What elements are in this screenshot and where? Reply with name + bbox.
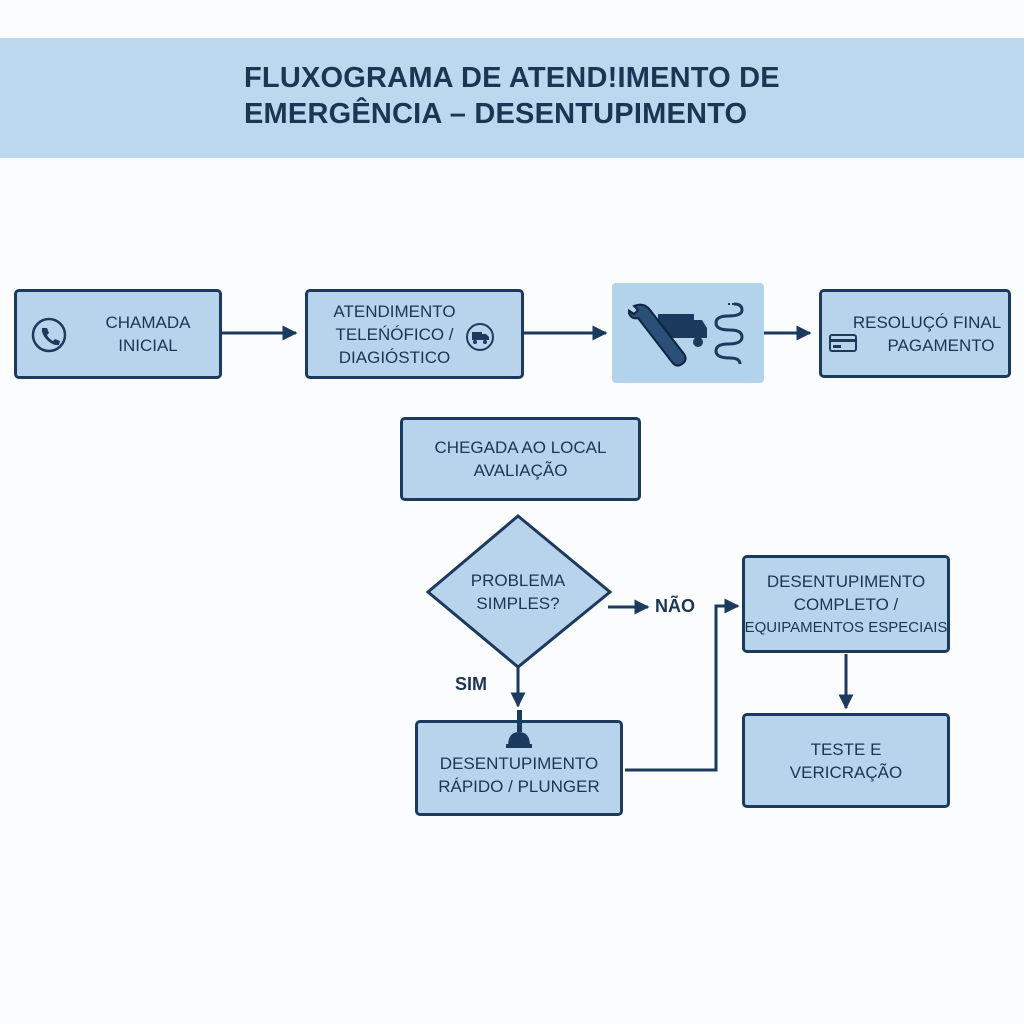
wrench-icon [628,303,707,367]
decision-label: PROBLEMA SIMPLES? [458,569,578,615]
node-atendimento-line1: ATENDIMENTO [333,301,456,321]
node-completo-line1: DESENTUPIMENTO [766,571,926,591]
arrow-rapido-completo [625,598,740,772]
branch-yes-label: SIM [455,674,488,694]
phone-icon [31,317,67,353]
decision-diamond [425,514,613,669]
title-line-1: FLUXOGRAMA DE ATEND!IMENTO DE [244,62,780,94]
card-icon [829,334,857,352]
node-chamada-line2: INICIAL [118,336,178,355]
node-atendimento-line2: TELEŃÓFICO / [335,324,454,344]
decision-line2: SIMPLES? [476,594,560,613]
node-teste-verificacao: TESTE E VERICRAÇÃO [742,713,950,808]
node-resolucao-line2: PAGAMENTO [887,335,995,355]
plunger-icon [506,710,532,748]
title-line-2: EMERGÊNCIA – DESENTUPIMENTO [244,98,748,130]
node-teste-line1: TESTE E [810,739,882,759]
node-chegada-line2: AVALIAÇÃO [473,461,568,480]
node-chegada-local: CHEGADA AO LOCAL AVALIAÇÃO [400,417,641,501]
node-rapido-line1: DESENTUPIMENTO [439,754,599,773]
node-chegada-line1: CHEGADA AO LOCAL [434,438,607,457]
truck-icon [466,323,494,351]
node-chamada-inicial: CHAMADA INICIAL [14,289,222,379]
branch-no-label: NÃO [655,596,695,616]
node-resolucao-final: RESOLUÇÓ FINAL PAGAMENTO [819,289,1011,378]
node-desentupimento-completo: DESENTUPIMENTO COMPLETO / EQUIPAMENTOS E… [742,555,950,653]
node-chamada-line1: CHAMADA [105,313,191,332]
decision-line1: PROBLEMA [470,571,566,590]
node-rapido-line2: RÁPIDO / PLUNGER [438,777,600,796]
node-resolucao-line1: RESOLUÇÓ FINAL [852,312,1002,332]
title-banner [0,38,1024,158]
node-completo-line3: EQUIPAMENTOS ESPECIAIS [744,618,948,636]
node-teste-line2: VERICRAÇÃO [789,762,903,782]
hose-icon [714,302,744,365]
diagram-title: FLUXOGRAMA DE ATEND!IMENTO DE EMERGÊNCIA… [244,60,780,132]
node-atendimento-line3: DIAGIÓSTICO [338,347,451,367]
node-completo-line2: COMPLETO / [793,594,899,614]
node-atendimento: ATENDIMENTO TELEŃÓFICO / DIAGIÓSTICO [305,289,524,379]
